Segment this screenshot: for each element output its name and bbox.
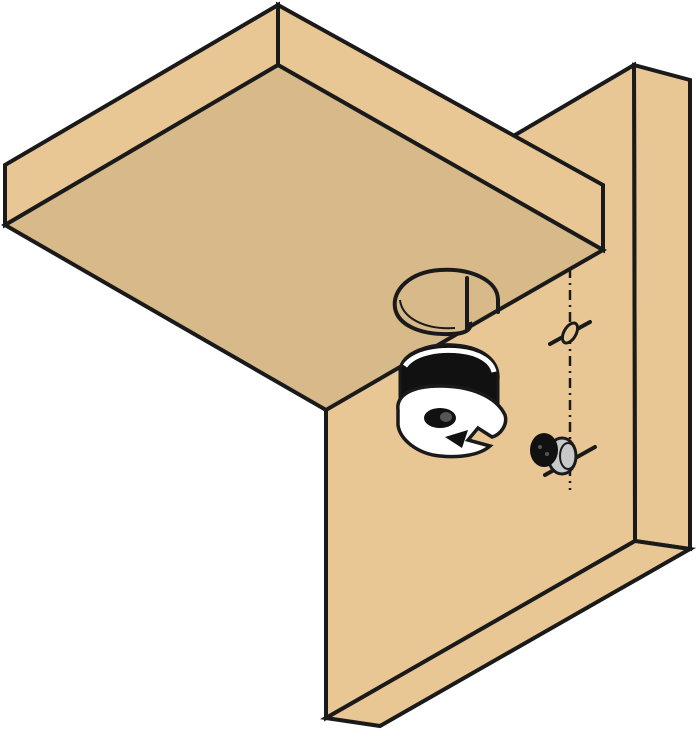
cam-housing-hole xyxy=(392,267,500,337)
cam-lock-fitting xyxy=(396,343,508,459)
connecting-bolt-dowel xyxy=(530,433,597,477)
